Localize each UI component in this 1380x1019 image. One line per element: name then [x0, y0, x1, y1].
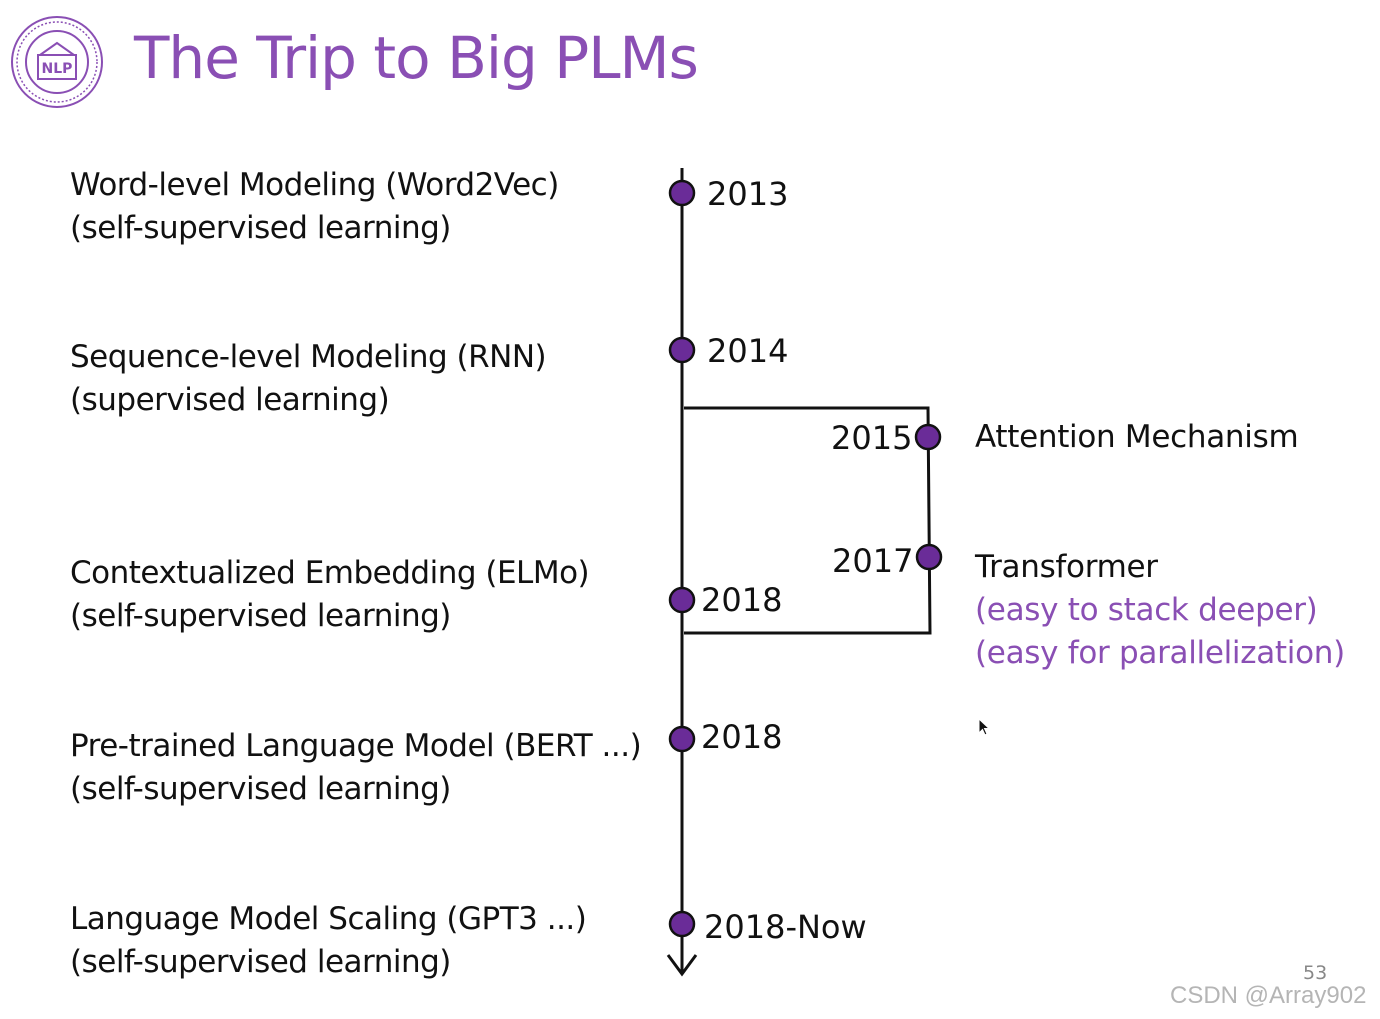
year-label-2013: 2013: [707, 175, 789, 213]
stage-lm-scaling: Language Model Scaling (GPT3 ...) (self-…: [70, 898, 587, 984]
stage-learning-type: (supervised learning): [70, 382, 390, 418]
attention-mechanism-label: Attention Mechanism: [975, 416, 1299, 459]
page-number: 53: [1303, 962, 1328, 984]
branch-dot-2017: [915, 543, 943, 571]
stage-sequence-level: Sequence-level Modeling (RNN) (supervise…: [70, 336, 547, 422]
year-label-2017: 2017: [832, 542, 914, 580]
year-label-2014: 2014: [707, 332, 789, 370]
attention-label-text: Attention Mechanism: [975, 419, 1299, 455]
stage-title: Pre-trained Language Model (BERT ...): [70, 728, 642, 764]
timeline-dot-2014: [668, 336, 696, 364]
timeline-dot-2018-bert: [668, 725, 696, 753]
timeline-dot-2018-now: [668, 910, 696, 938]
mouse-cursor-icon: [978, 718, 991, 736]
stage-learning-type: (self-supervised learning): [70, 210, 451, 246]
watermark-text: CSDN @Array902: [1170, 982, 1367, 1009]
stage-title: Word-level Modeling (Word2Vec): [70, 167, 559, 203]
year-label-2018-bert: 2018: [701, 718, 783, 756]
stage-contextualized-embedding: Contextualized Embedding (ELMo) (self-su…: [70, 552, 590, 638]
stage-learning-type: (self-supervised learning): [70, 771, 451, 807]
branch-dot-2015: [914, 423, 942, 451]
stage-title: Contextualized Embedding (ELMo): [70, 555, 590, 591]
year-label-2018-now: 2018-Now: [704, 908, 867, 946]
timeline-dot-2018-elmo: [668, 586, 696, 614]
timeline-arrow-icon: [666, 954, 698, 977]
stage-title: Sequence-level Modeling (RNN): [70, 339, 547, 375]
nlp-lab-logo: NLP: [11, 16, 103, 108]
stage-word-level: Word-level Modeling (Word2Vec) (self-sup…: [70, 164, 559, 250]
stage-learning-type: (self-supervised learning): [70, 944, 451, 980]
slide-title: The Trip to Big PLMs: [134, 24, 699, 92]
branch-bracket: [684, 406, 932, 635]
stage-title: Language Model Scaling (GPT3 ...): [70, 901, 587, 937]
transformer-name: Transformer: [975, 549, 1158, 585]
transformer-label: Transformer (easy to stack deeper) (easy…: [975, 546, 1345, 675]
transformer-benefit-parallel: (easy for parallelization): [975, 635, 1345, 671]
timeline-dot-2013: [668, 179, 696, 207]
logo-text: NLP: [42, 61, 73, 77]
transformer-benefit-depth: (easy to stack deeper): [975, 592, 1318, 628]
stage-pretrained-lm: Pre-trained Language Model (BERT ...) (s…: [70, 725, 642, 811]
stage-learning-type: (self-supervised learning): [70, 598, 451, 634]
year-label-2018-elmo: 2018: [701, 581, 783, 619]
year-label-2015: 2015: [831, 419, 913, 457]
